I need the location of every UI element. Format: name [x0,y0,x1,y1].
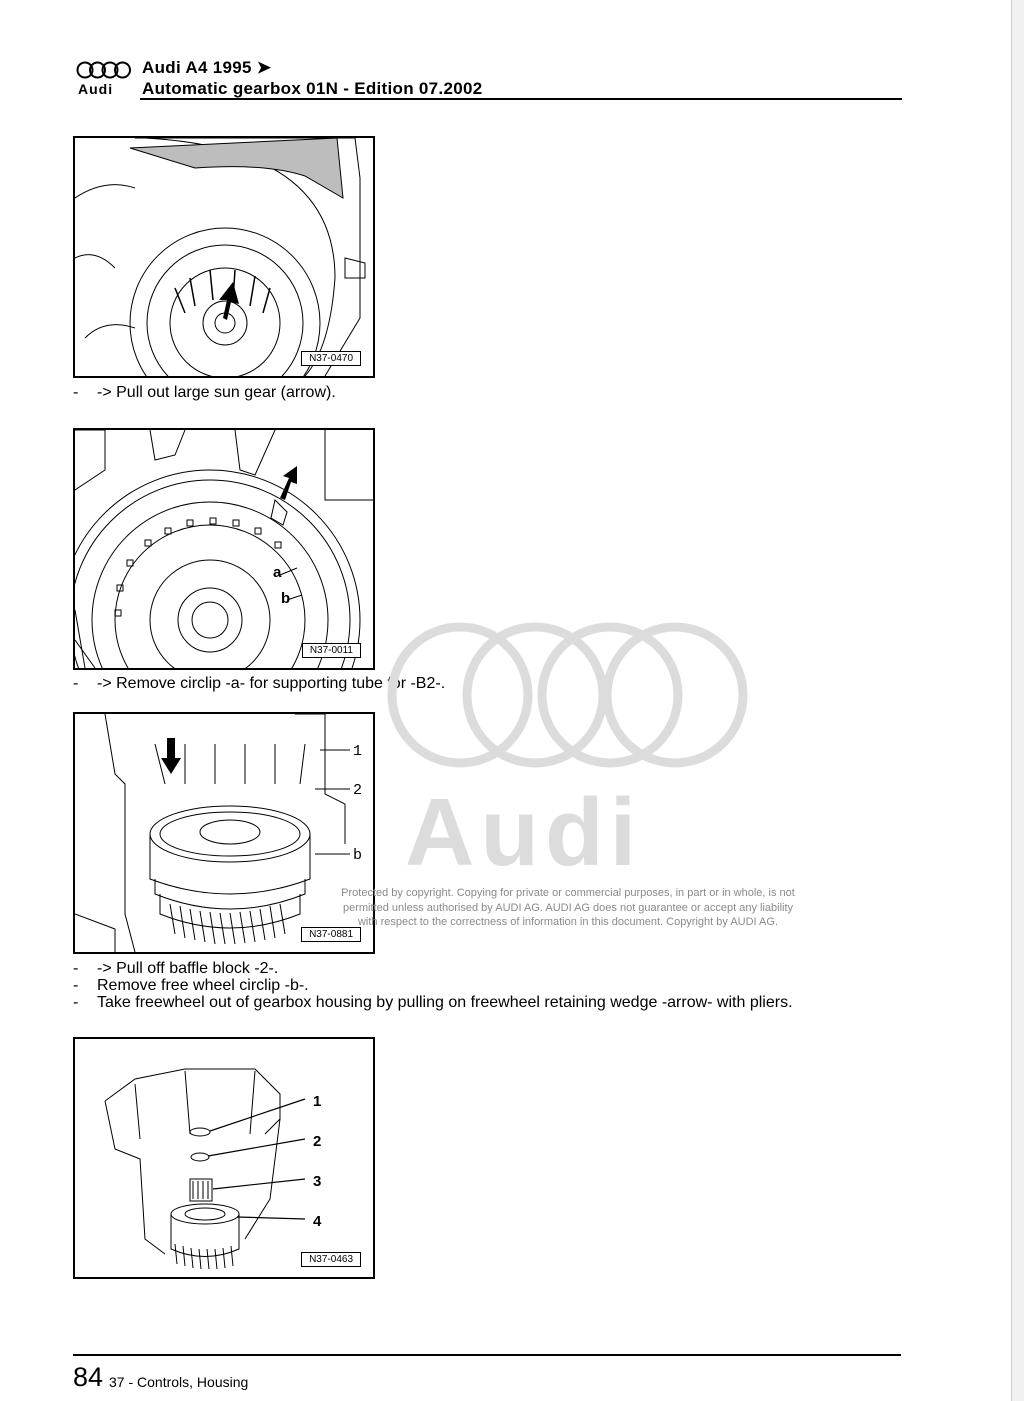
step-item: - Take freewheel out of gearbox housing b… [73,994,793,1011]
footer-rule [73,1354,901,1356]
callout-label: b [353,847,362,864]
callout-label: 1 [353,743,362,760]
callout-label: 3 [313,1173,321,1190]
page-number: 84 [73,1362,104,1392]
page-edge [1011,0,1024,1401]
header-rule [140,98,902,100]
section-title: 37 - Controls, Housing [109,1374,249,1390]
figure-sun-gear: N37-0470 [73,136,375,378]
bullet-dash: - [73,384,79,401]
copyright-line: with respect to the correctness of infor… [357,916,779,928]
figure-tag: N37-0011 [301,643,361,658]
figure-baffle-block: 1 2 b N37-0881 [73,712,375,954]
callout-label: a [273,564,282,581]
audi-rings-logo [76,61,131,79]
circlip-illustration: a b [75,430,373,668]
step-text: -> Pull off baffle block -2-. [97,960,279,977]
callout-label: 2 [313,1133,321,1150]
copyright-line: Protected by copyright. Copying for priv… [341,887,795,899]
bullet-dash: - [73,675,79,692]
bullet-dash: - [73,977,79,994]
sun-gear-illustration [75,138,366,376]
step-item: - -> Pull off baffle block -2-. [73,960,278,977]
step-text: -> Pull out large sun gear (arrow). [97,384,336,401]
audi-watermark-rings: Audi [387,622,748,870]
audi-logo-text: Audi [78,81,114,97]
copyright-notice: Protected by copyright. Copying for priv… [333,886,803,930]
baffle-block-illustration: 1 2 b [75,714,362,952]
figure-circlip: a b N37-0011 [73,428,375,670]
bullet-dash: - [73,960,79,977]
step-text: Remove free wheel circlip -b-. [97,977,309,994]
manual-subtitle: Automatic gearbox 01N - Edition 07.2002 [142,79,483,98]
copyright-line: permitted unless authorised by AUDI AG. … [342,901,794,914]
step-item: - -> Pull out large sun gear (arrow). [73,384,336,401]
callout-label: 2 [353,782,362,799]
step-text: Take freewheel out of gearbox housing by… [97,994,793,1011]
callout-label: 1 [313,1093,321,1110]
figure-tag: N37-0470 [301,351,361,366]
figure-tag: N37-0463 [301,1252,361,1267]
callout-label: 4 [313,1213,322,1230]
step-item: - Remove free wheel circlip -b-. [73,977,309,994]
exploded-view-illustration: 1 2 3 4 [104,1068,322,1270]
figure-tag: N37-0881 [301,927,361,942]
step-text: -> Remove circlip -a- for supporting tub… [97,675,446,692]
manual-title: Audi A4 1995 ➤ [142,58,272,77]
watermark-brand: Audi [405,779,642,870]
bullet-dash: - [73,994,79,1011]
figure-exploded-view: 1 2 3 4 N37-0463 [73,1037,375,1279]
step-item: - -> Remove circlip -a- for supporting tu… [73,675,445,692]
callout-label: b [281,590,290,607]
